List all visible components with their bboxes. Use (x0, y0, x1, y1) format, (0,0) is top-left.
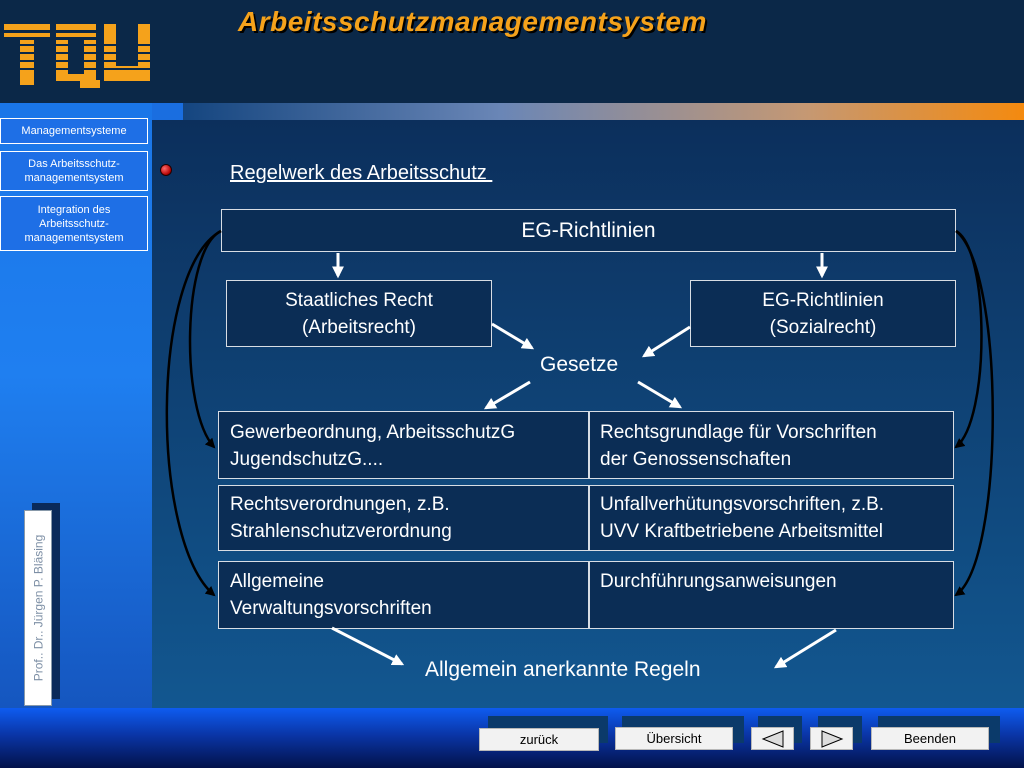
box-line: Staatliches Recht (285, 289, 433, 311)
cell-line: Allgemeine (230, 571, 324, 592)
table-cell: Gewerbeordnung, ArbeitsschutzG Jugendsch… (220, 412, 588, 480)
sidebar-item-arbeitsschutzmanagementsystem[interactable]: Das Arbeitsschutz- managementsystem (0, 151, 148, 191)
sidebar: Managementsysteme Das Arbeitsschutz- man… (0, 103, 152, 708)
cell-line: Strahlenschutzverordnung (230, 521, 452, 542)
box-line: (Arbeitsrecht) (301, 316, 417, 338)
box-line: EG-Richtlinien (762, 289, 884, 311)
allgemein-anerkannte-regeln-label: Allgemein anerkannte Regeln (425, 658, 701, 681)
author-box (24, 510, 52, 706)
table-row (218, 411, 954, 479)
diagram-heading: Regelwerk des Arbeitsschutz (230, 162, 493, 184)
overview-button[interactable]: Übersicht (615, 727, 733, 750)
end-button-label: Beenden (903, 731, 957, 746)
table-row (218, 485, 954, 551)
author-text: Prof.. Dr.. Jürgen P. Bläsing (31, 534, 45, 682)
cell-line: Verwaltungsvorschriften (230, 598, 432, 619)
sidebar-item-label: Integration des Arbeitsschutz- managemen… (24, 203, 124, 244)
cell-line: der Genossenschaften (600, 449, 792, 470)
triangle-left-icon (761, 729, 783, 748)
table-cell: Allgemeine Verwaltungsvorschriften (220, 561, 588, 629)
cell-line: UVV Kraftbetriebene Arbeitsmittel (600, 521, 884, 542)
author-label: Prof.. Dr.. Jürgen P. Bläsing (24, 510, 52, 706)
eg-sozialrecht-box: EG-Richtlinien (Sozialrecht) (690, 280, 956, 347)
table-divider (588, 485, 590, 551)
triangle-right-icon (821, 729, 843, 748)
table-cell: Rechtsverordnungen, z.B. Strahlenschutzv… (220, 484, 588, 552)
overview-button-label: Übersicht (646, 731, 702, 746)
next-button[interactable] (810, 727, 853, 750)
table-cell: Unfallverhütungsvorschriften, z.B. UVV K… (590, 484, 954, 552)
cell-line: Rechtsgrundlage für Vorschriften (600, 422, 877, 443)
table-row (218, 561, 954, 629)
box-line: (Sozialrecht) (769, 316, 877, 338)
cell-line: Unfallverhütungsvorschriften, z.B. (600, 494, 885, 515)
cell-line: JugendschutzG.... (230, 449, 384, 470)
table-cell: Rechtsgrundlage für Vorschriften der Gen… (590, 412, 954, 480)
bullet-icon (160, 164, 172, 176)
gradient-rule (152, 103, 1024, 120)
end-button[interactable]: Beenden (871, 727, 989, 750)
cell-line: Rechtsverordnungen, z.B. (230, 494, 450, 515)
cell-line: Gewerbeordnung, ArbeitsschutzG (230, 422, 516, 443)
eg-richtlinien-label: EG-Richtlinien (521, 218, 656, 242)
table-divider (588, 561, 590, 629)
sidebar-item-label: Managementsysteme (21, 125, 127, 137)
eg-richtlinien-box: EG-Richtlinien (221, 209, 956, 252)
sidebar-item-label: Das Arbeitsschutz- managementsystem (24, 158, 124, 184)
table-divider (588, 411, 590, 479)
staatliches-recht-box: Staatliches Recht (Arbeitsrecht) (226, 280, 492, 347)
cell-line: Durchführungsanweisungen (600, 571, 837, 592)
table-cell: Durchführungsanweisungen (590, 561, 954, 602)
back-button[interactable]: zurück (479, 728, 599, 751)
sidebar-item-integration[interactable]: Integration des Arbeitsschutz- managemen… (0, 196, 148, 251)
page-title: Arbeitsschutzmanagementsystem (238, 6, 707, 37)
back-button-label: zurück (519, 732, 559, 747)
top-bar (0, 0, 1024, 103)
gesetze-label: Gesetze (540, 353, 619, 376)
previous-button[interactable] (751, 727, 794, 750)
sidebar-item-managementsysteme[interactable]: Managementsysteme (0, 118, 148, 144)
tqu-logo (4, 24, 154, 88)
